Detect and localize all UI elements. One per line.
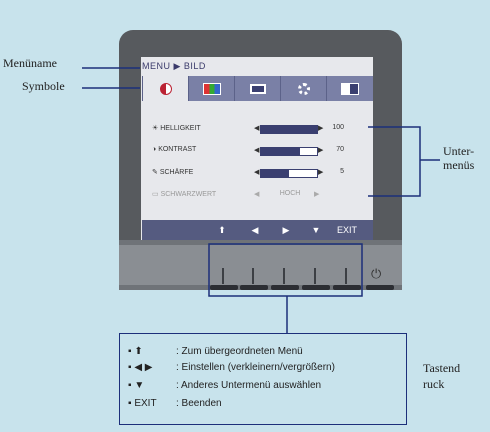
legend-item: ▪ ⬆ : Zum übergeordneten Menü: [128, 346, 303, 357]
left-right-symbol: ▪ ◀ ▶: [128, 362, 153, 373]
osd-row-brightness[interactable]: ☀ HELLIGKEIT: [152, 124, 201, 132]
buttons-label: Tastend ruck: [423, 361, 461, 391]
legend-text: : Beenden: [176, 398, 222, 409]
legend-text: : Einstellen (verkleinern/vergrößern): [176, 362, 335, 373]
row-value: 5: [340, 168, 344, 175]
power-button-cap: [366, 285, 394, 290]
right-arrow-icon: ▶: [282, 224, 290, 235]
hw-button-cap: [271, 285, 299, 290]
hw-button-4[interactable]: [314, 268, 316, 284]
row-label: SCHÄRFE: [159, 169, 194, 176]
slider-fill: [261, 170, 289, 177]
submenus-label: Unter- menüs: [443, 144, 475, 172]
slider-fill: [261, 148, 301, 155]
down-arrow-icon: ▼: [311, 225, 321, 235]
up-symbol: ▪ ⬆: [128, 346, 143, 357]
hw-button-cap: [240, 285, 268, 290]
hw-button-cap: [333, 285, 361, 290]
tab-color[interactable]: [188, 76, 235, 101]
tab-display[interactable]: [234, 76, 281, 101]
increase-arrow-icon[interactable]: ▶: [314, 191, 320, 198]
row-label: KONTRAST: [158, 146, 197, 153]
value-slider[interactable]: [260, 147, 318, 156]
exit-symbol: ▪ EXIT: [128, 398, 157, 409]
osd-row-contrast[interactable]: ◑ KONTRAST: [152, 146, 196, 153]
power-icon[interactable]: ⏻: [371, 266, 382, 281]
symbols-label: Symbole: [22, 79, 65, 93]
hw-button-1[interactable]: [222, 268, 224, 284]
decrease-arrow-icon[interactable]: ◀: [254, 147, 260, 154]
increase-arrow-icon[interactable]: ▶: [318, 169, 324, 176]
row-value: 70: [336, 146, 344, 153]
legend-item: ▪ EXIT : Beenden: [128, 398, 222, 409]
hw-button-cap: [210, 285, 238, 290]
slider-fill: [261, 126, 317, 133]
sharpness-icon: ✎: [152, 169, 158, 176]
left-arrow-icon: ◀: [251, 224, 259, 235]
sun-icon: ☀: [152, 125, 159, 132]
value-slider[interactable]: [260, 125, 318, 134]
value-slider[interactable]: [260, 169, 318, 178]
row-label: SCHWARZWERT: [160, 191, 217, 198]
pip-icon: [341, 82, 359, 95]
row-value: HOCH: [279, 190, 301, 197]
osd-nav-bar: ⬆ ◀ ▶ ▼ EXIT: [142, 220, 373, 240]
tab-pip[interactable]: [326, 76, 373, 101]
hw-button-5[interactable]: [345, 268, 347, 284]
display-icon: [250, 83, 266, 94]
down-symbol: ▪ ▼: [128, 380, 145, 391]
increase-arrow-icon[interactable]: ▶: [318, 147, 324, 154]
legend-item: ▪ ▼ : Anderes Untermenü auswählen: [128, 380, 321, 391]
legend-text: : Zum übergeordneten Menü: [176, 346, 303, 357]
hw-button-cap: [302, 285, 330, 290]
button-legend-box: ▪ ⬆ : Zum übergeordneten Menü ▪ ◀ ▶ : Eins…: [119, 333, 407, 425]
row-label: HELLIGKEIT: [160, 125, 201, 132]
exit-label: EXIT: [336, 225, 357, 235]
osd-breadcrumb: MENU ▶ BILD: [142, 61, 206, 71]
black-level-icon: ▭: [152, 191, 159, 198]
color-bars-icon: [203, 82, 221, 95]
brightness-icon: [160, 82, 172, 95]
monitor-button-panel: [119, 245, 402, 285]
decrease-arrow-icon[interactable]: ◀: [254, 191, 260, 198]
increase-arrow-icon[interactable]: ▶: [318, 125, 324, 132]
osd-row-sharpness[interactable]: ✎ SCHÄRFE: [152, 168, 193, 176]
tab-brightness[interactable]: [142, 76, 189, 101]
menu-name-label: Menüname: [3, 56, 57, 70]
legend-text: : Anderes Untermenü auswählen: [176, 380, 322, 391]
legend-item: ▪ ◀ ▶ : Einstellen (verkleinern/vergrößer…: [128, 362, 335, 373]
hw-button-3[interactable]: [283, 268, 285, 284]
osd-row-black-level: ▭ SCHWARZWERT: [152, 190, 216, 198]
osd-tab-bar: [142, 76, 373, 101]
contrast-icon: ◑: [152, 146, 157, 153]
decrease-arrow-icon[interactable]: ◀: [254, 169, 260, 176]
hw-button-2[interactable]: [252, 268, 254, 284]
up-icon: ⬆: [218, 224, 226, 235]
row-value: 100: [332, 124, 344, 131]
decrease-arrow-icon[interactable]: ◀: [254, 125, 260, 132]
tab-setup[interactable]: [280, 76, 327, 101]
gear-icon: [298, 82, 310, 95]
